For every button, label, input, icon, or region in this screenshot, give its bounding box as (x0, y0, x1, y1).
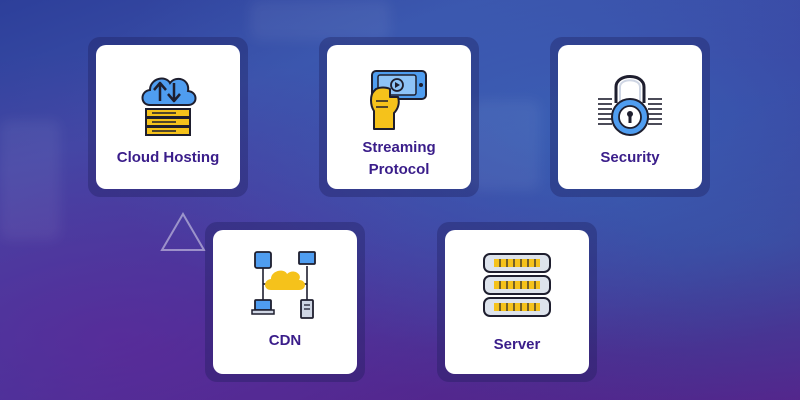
streaming-phone-icon (370, 70, 427, 130)
padlock-icon (598, 75, 662, 136)
card-label: Server (493, 336, 541, 353)
card-wrapper: Cloud Hosting (88, 37, 248, 197)
card-label: Cloud Hosting (116, 149, 220, 166)
card-cdn[interactable]: CDN (213, 230, 357, 374)
card-wrapper: Streaming Protocol (319, 37, 479, 197)
background-shape (250, 0, 390, 40)
server-stack-icon (483, 253, 551, 317)
cdn-network-icon (251, 251, 316, 319)
cloud-hosting-icon (141, 77, 197, 136)
card-server[interactable]: Server (445, 230, 589, 374)
card-label-line2: Protocol (368, 161, 430, 178)
card-security[interactable]: Security (558, 45, 702, 189)
triangle-decoration-icon (160, 212, 206, 251)
card-cloud-hosting[interactable]: Cloud Hosting (96, 45, 240, 189)
card-wrapper: CDN (205, 222, 365, 382)
card-wrapper: Security (550, 37, 710, 197)
card-label-line1: Streaming (362, 139, 436, 156)
background-shape (470, 100, 540, 190)
card-label: CDN (268, 332, 302, 349)
card-streaming-protocol[interactable]: Streaming Protocol (327, 45, 471, 189)
card-label: Security (600, 149, 660, 166)
card-wrapper: Server (437, 222, 597, 382)
background-shape (0, 120, 60, 240)
